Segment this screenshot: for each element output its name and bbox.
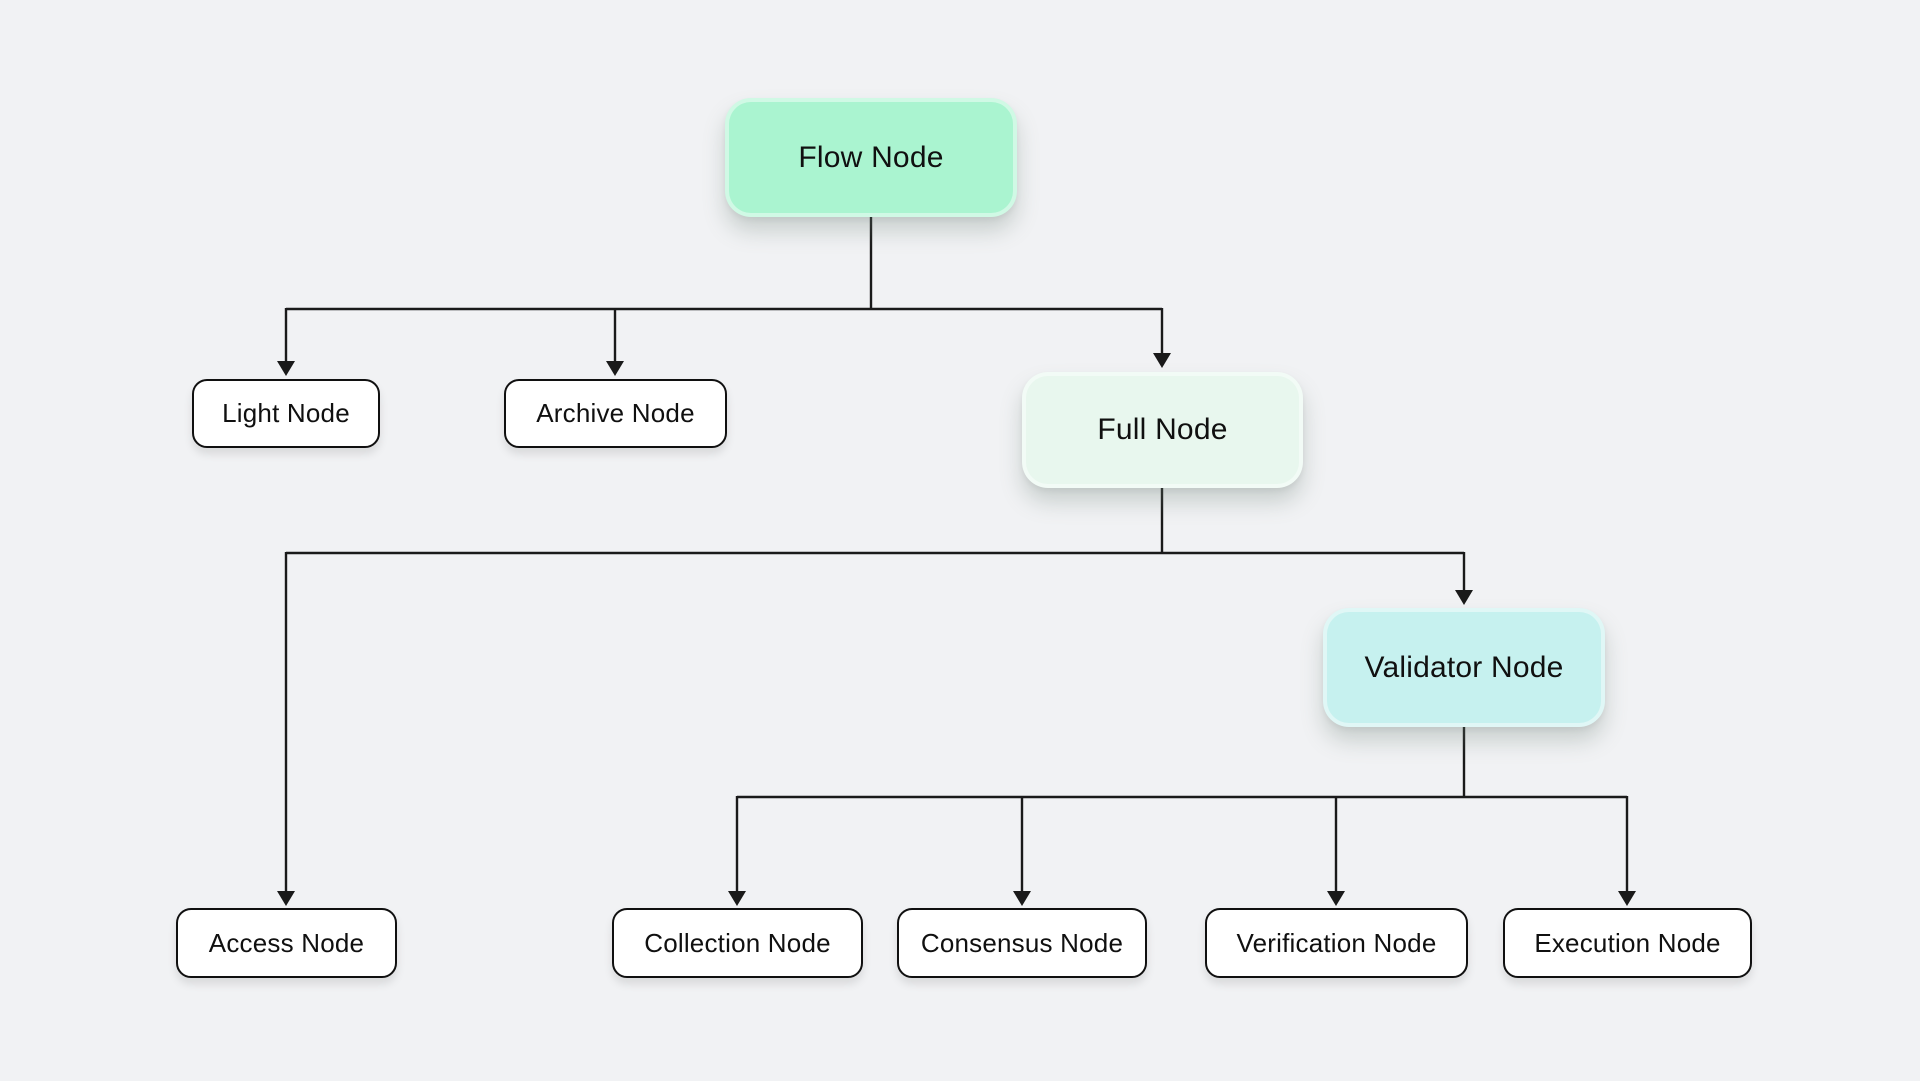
arrowhead-consensus bbox=[1013, 891, 1031, 906]
edge-flow-to-children bbox=[277, 217, 1171, 376]
node-light: Light Node bbox=[192, 379, 380, 448]
edge-full-to-children bbox=[277, 488, 1473, 906]
node-verification: Verification Node bbox=[1205, 908, 1468, 978]
arrowhead-light bbox=[277, 361, 295, 376]
arrowhead-access bbox=[277, 891, 295, 906]
node-flow: Flow Node bbox=[725, 98, 1017, 217]
arrowhead-verification bbox=[1327, 891, 1345, 906]
node-execution: Execution Node bbox=[1503, 908, 1752, 978]
arrowhead-execution bbox=[1618, 891, 1636, 906]
node-collection: Collection Node bbox=[612, 908, 863, 978]
edge-validator-to-children bbox=[728, 727, 1636, 906]
arrowhead-collection bbox=[728, 891, 746, 906]
arrowhead-validator bbox=[1455, 590, 1473, 605]
node-full: Full Node bbox=[1022, 372, 1303, 488]
arrowhead-archive bbox=[606, 361, 624, 376]
node-consensus: Consensus Node bbox=[897, 908, 1147, 978]
node-validator: Validator Node bbox=[1323, 608, 1605, 727]
arrowhead-full bbox=[1153, 353, 1171, 368]
node-access: Access Node bbox=[176, 908, 397, 978]
node-archive: Archive Node bbox=[504, 379, 727, 448]
